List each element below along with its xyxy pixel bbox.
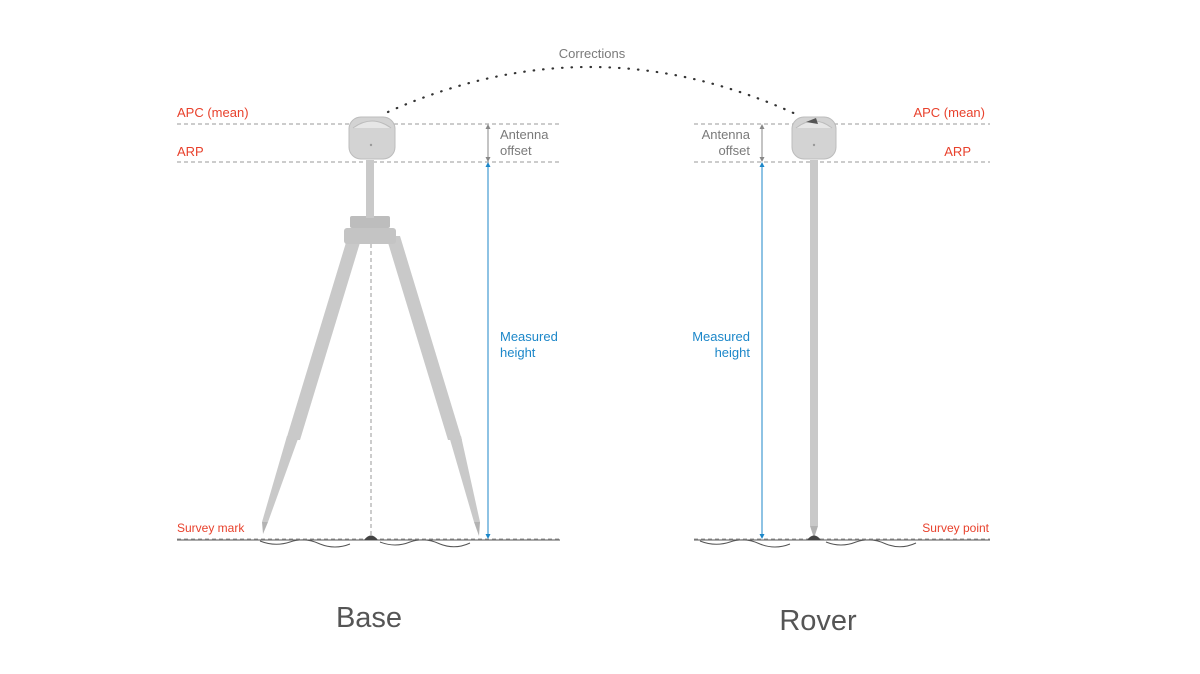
rover-antenna-led (812, 143, 816, 147)
corrections-label: Corrections (559, 46, 626, 61)
base-ground-texture (259, 539, 471, 548)
base-tripod (262, 160, 480, 536)
rover-antenna-marker (806, 118, 818, 124)
tripod-head (344, 228, 396, 244)
tripod-head-top (350, 216, 390, 228)
rover-apc-label: APC (mean) (913, 105, 985, 120)
rover-antenna (791, 116, 837, 160)
tripod-leg-left-tip (262, 522, 268, 534)
tripod-leg-right-tip (474, 522, 480, 536)
rover-pole-tip (810, 526, 818, 538)
base-offset-arrowhead-bottom (485, 157, 491, 162)
base-offset-arrowhead-top (485, 124, 491, 129)
base-arp-label: ARP (177, 144, 204, 159)
base-mark-label: Survey mark (177, 521, 245, 535)
rover-measured-label-2: height (715, 345, 751, 360)
base-antenna-cap (352, 120, 392, 129)
rover-offset-arrowhead-top (759, 124, 765, 129)
rover-measured-label-1: Measured (692, 329, 750, 344)
base-antenna (348, 116, 396, 160)
rover-offset-arrowhead-bottom (759, 157, 765, 162)
base-survey-mark (364, 535, 378, 540)
base-antenna-led (369, 143, 373, 147)
base-offset-label-2: offset (500, 143, 532, 158)
rover-arp-label: ARP (944, 144, 971, 159)
rover-measured-arrowhead-top (759, 162, 765, 167)
rover-point-label: Survey point (922, 521, 989, 535)
rover-ground-texture (699, 539, 917, 548)
tripod-leg-left (286, 236, 362, 440)
base-mast (366, 160, 374, 218)
base-measured-arrowhead-bottom (485, 534, 491, 539)
base-measured-label-1: Measured (500, 329, 558, 344)
rover-measured-arrowhead-bottom (759, 534, 765, 539)
tripod-leg-right (386, 236, 462, 440)
rover-offset-label-1: Antenna (702, 127, 751, 142)
corrections-arc (386, 65, 802, 118)
base-measured-label-2: height (500, 345, 536, 360)
rover-offset-label-2: offset (718, 143, 750, 158)
tripod-leg-right-lower (449, 436, 480, 522)
rover-survey-point (807, 535, 821, 540)
rover-pole-shaft (810, 160, 818, 526)
rover-title: Rover (779, 605, 857, 637)
rover-pole (810, 160, 818, 538)
tripod-leg-left-lower (262, 436, 299, 522)
base-apc-label: APC (mean) (177, 105, 249, 120)
base-offset-label-1: Antenna (500, 127, 549, 142)
base-measured-arrowhead-top (485, 162, 491, 167)
base-title: Base (336, 602, 402, 634)
